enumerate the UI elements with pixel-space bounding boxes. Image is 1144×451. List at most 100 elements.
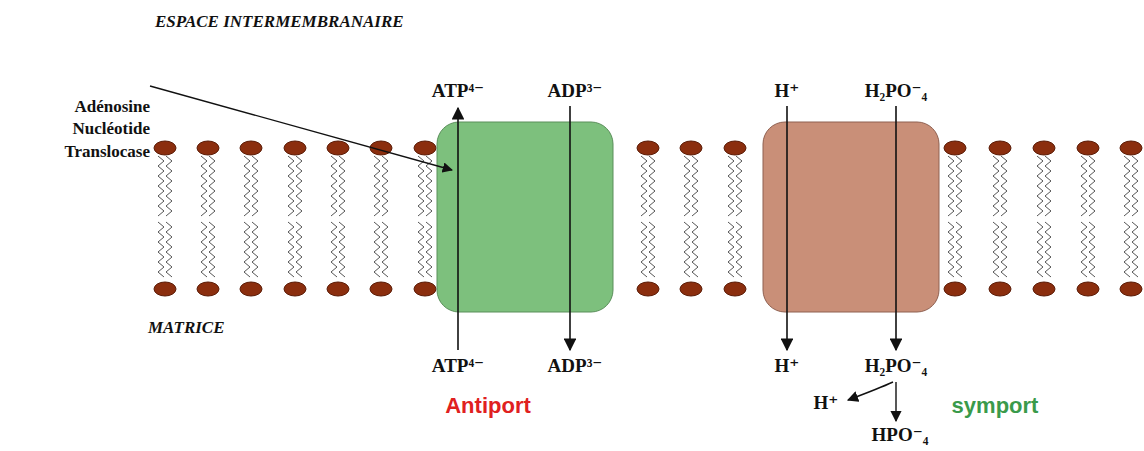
lipid-head [1120,282,1142,296]
lipid-head [944,282,966,296]
proton-flow-arrow [786,106,788,350]
dissociation-arrow [895,382,896,421]
lipid-tail [684,222,690,277]
lipid-tail [649,156,655,216]
lipid-head [1120,141,1142,155]
lipid-tail [158,222,164,277]
lipid-head [989,282,1011,296]
molecule-label: ADP³⁻ [548,80,603,102]
lipid-tail [948,156,954,216]
lipid-tail [948,222,954,277]
lipid-head [327,141,349,155]
lipid-tail [649,222,655,277]
lipid-head [1077,141,1099,155]
region-label: MATRICE [148,318,225,338]
lipid-tail [166,156,172,216]
lipid-tail [956,156,962,216]
molecule-label: ATP⁴⁻ [432,355,484,377]
lipid-tail [684,156,690,216]
lipid-tail [993,156,999,216]
lipid-tail [288,222,294,277]
lipid-head [240,141,262,155]
lipid-tail [426,156,432,216]
lipid-tail [641,156,647,216]
translocase-protein [437,122,613,312]
lipid-tail [252,222,258,277]
lipid-tail [382,222,388,277]
lipid-tail [382,156,388,216]
lipid-tail [1132,156,1138,216]
lipid-tail [1037,156,1043,216]
lipid-tail [1089,156,1095,216]
lipid-head [197,141,219,155]
lipid-tail [728,222,734,277]
lipid-tail [426,222,432,277]
lipid-tail [201,156,207,216]
lipid-tail [728,156,734,216]
lipid-tail [736,156,742,216]
lipid-tail [244,156,250,216]
lipid-tail [296,222,302,277]
lipid-head [414,282,436,296]
lipid-tail [956,222,962,277]
lipid-tail [296,156,302,216]
lipid-tail [209,222,215,277]
atp-flow-arrow [457,108,459,350]
lipid-bilayer [154,141,1142,296]
lipid-tail [1081,156,1087,216]
adp-flow-arrow [569,106,571,350]
phosphate-flow-arrow [895,106,897,350]
symporter-protein [763,122,939,312]
region-label: ESPACE INTERMEMBRANAIRE [155,12,404,32]
lipid-tail [244,222,250,277]
lipid-tail [331,222,337,277]
lipid-head [680,141,702,155]
lipid-tail [201,222,207,277]
lipid-head [414,141,436,155]
lipid-head [154,282,176,296]
lipid-tail [252,156,258,216]
lipid-head [240,282,262,296]
molecule-label: H⁺ [775,80,800,102]
lipid-tail [1124,156,1130,216]
lipid-tail [1124,222,1130,277]
lipid-tail [1089,222,1095,277]
lipid-head [989,141,1011,155]
lipid-head [1077,282,1099,296]
molecule-label: ATP⁴⁻ [432,80,484,102]
protein-name: Adénosine Nucléotide Translocase [10,96,150,163]
molecule-label: HPO⁻₄ [872,424,929,446]
molecule-label: H⁺ [775,355,800,377]
lipid-head [637,282,659,296]
lipid-tail [339,156,345,216]
molecule-label: H₂PO⁻₄ [865,355,928,377]
lipid-head [327,282,349,296]
lipid-tail [374,156,380,216]
dissociation-arrow [848,382,893,400]
lipid-tail [1081,222,1087,277]
lipid-tail [418,156,424,216]
lipid-tail [993,222,999,277]
lipid-tail [1001,156,1007,216]
lipid-tail [209,156,215,216]
lipid-tail [418,222,424,277]
lipid-tail [1037,222,1043,277]
lipid-tail [166,222,172,277]
lipid-head [724,282,746,296]
lipid-tail [288,156,294,216]
lipid-head [680,282,702,296]
lipid-tail [1132,222,1138,277]
transport-type: Antiport [445,393,531,418]
lipid-head [197,282,219,296]
lipid-tail [331,156,337,216]
molecule-label: ADP³⁻ [548,355,603,377]
lipid-tail [1045,156,1051,216]
lipid-tail [339,222,345,277]
lipid-tail [374,222,380,277]
molecule-label: H⁺ [814,392,839,414]
lipid-tail [158,156,164,216]
lipid-head [724,141,746,155]
lipid-head [284,282,306,296]
